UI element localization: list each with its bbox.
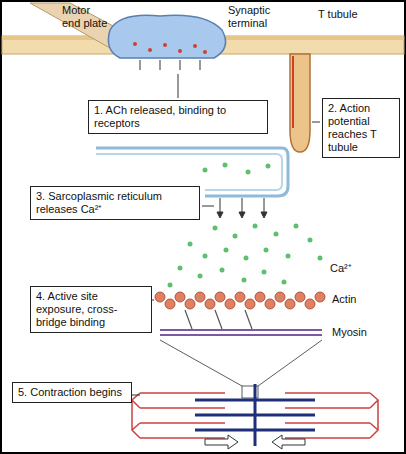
myosin-filament: [160, 330, 322, 335]
ach-arrows: [140, 60, 200, 70]
calcium-ions: [168, 163, 323, 288]
step-box: 2. Action potential reaches T tubule: [322, 98, 400, 158]
step-text: 3. Sarcoplasmic reticulum releases Ca²⁺: [36, 190, 194, 216]
part-label: Myosin: [332, 326, 382, 339]
vesicles: [133, 42, 207, 54]
sarcoplasmic-reticulum-inner: [96, 154, 282, 190]
step-text: 2. Action potential reaches T tubule: [328, 102, 394, 154]
calcium-arrows: [217, 198, 267, 218]
step-box: 4. Active site exposure, cross-bridge bi…: [30, 286, 152, 333]
sarcomere: [132, 384, 378, 446]
step-text: 1. ACh released, binding to receptors: [94, 104, 262, 130]
t-tubule-signal: [292, 56, 294, 128]
cross-bridges: [185, 310, 252, 329]
step-box: 3. Sarcoplasmic reticulum releases Ca²⁺: [30, 186, 200, 220]
part-label: Ca²⁺: [330, 262, 370, 275]
part-label: Synaptic terminal: [228, 4, 284, 30]
synaptic-terminal: [108, 15, 225, 58]
step-text: 5. Contraction begins: [18, 386, 126, 399]
step-box: 5. Contraction begins: [12, 382, 132, 403]
contraction-arrows: [205, 435, 305, 449]
actin-filament: [155, 292, 325, 309]
part-label: Actin: [332, 293, 382, 306]
zoom-lines: [160, 340, 322, 398]
step-box: 1. ACh released, binding to receptors: [88, 100, 268, 134]
part-label: T tubule: [318, 8, 388, 21]
step-text: 4. Active site exposure, cross-bridge bi…: [36, 290, 146, 329]
part-label: Motor end plate: [62, 4, 108, 30]
t-tubule: [290, 54, 310, 152]
